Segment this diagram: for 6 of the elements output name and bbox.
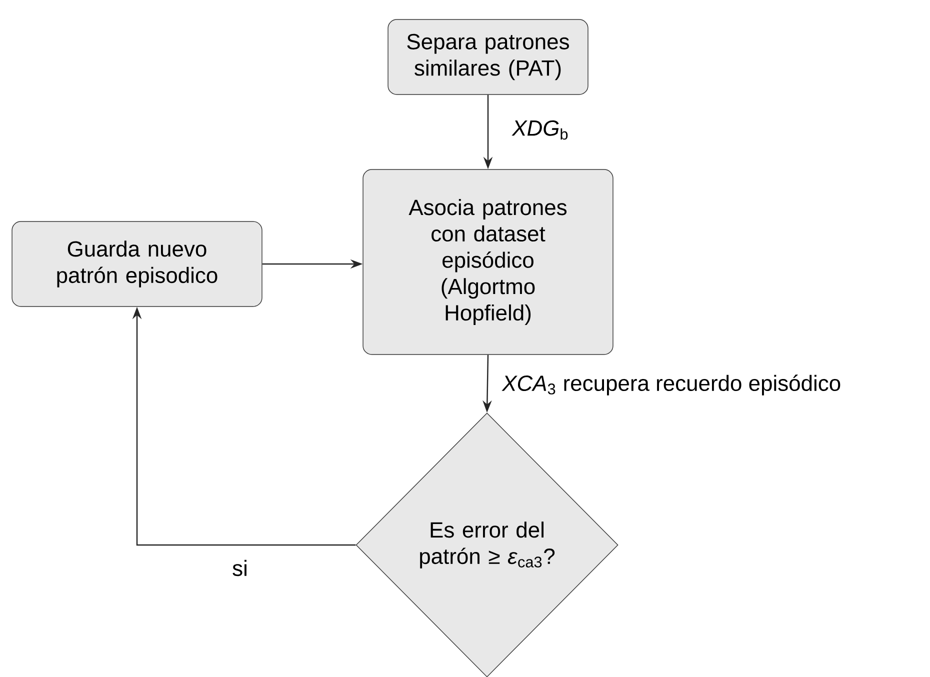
edge-label: XCA$_{3}$ recupera recuerdo episódico: [500, 372, 843, 398]
process-box: Separa patrones similares (PAT): [388, 19, 588, 95]
edge-label: XDG$_{b}$: [510, 118, 571, 142]
process-box: Asocia patrones con dataset episódico (Algortmo Hopfield): [362, 169, 614, 355]
process-box: Guarda nuevo patrón episodico: [12, 221, 262, 307]
edge-label: si: [230, 558, 250, 578]
